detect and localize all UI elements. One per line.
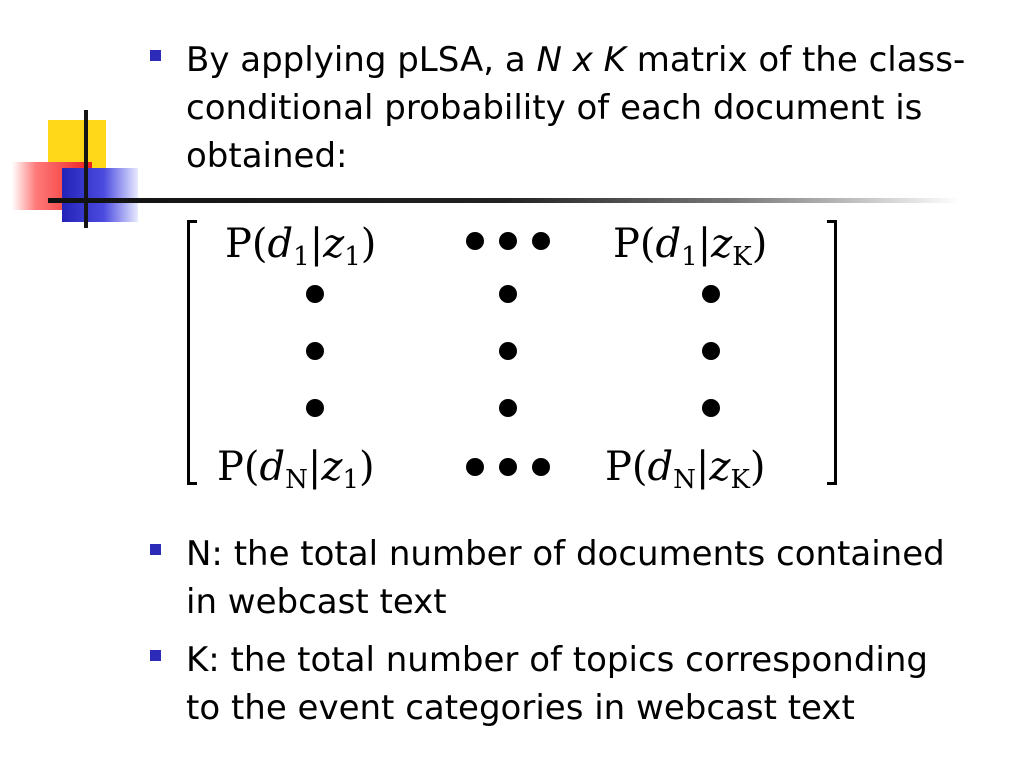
ellipsis-dot — [306, 399, 324, 417]
ellipsis-dot — [306, 285, 324, 303]
ellipsis-dot — [702, 285, 720, 303]
bullet-square-icon — [150, 544, 161, 555]
bullet-line-1: N: the total number of documents contain… — [186, 534, 945, 574]
matrix-cell-bottom-right: P(dN|zK) — [605, 444, 766, 495]
ellipsis-dot — [306, 342, 324, 360]
ellipsis-dot — [466, 458, 484, 476]
ellipsis-dot — [532, 458, 550, 476]
bullet-text: By applying pLSA, a N x K matrix of the … — [186, 36, 1006, 180]
bullet-line-2: to the event categories in webcast text — [186, 688, 855, 728]
ellipsis-dot — [499, 232, 517, 250]
ellipsis-dot — [532, 232, 550, 250]
bullet-line-2: conditional probability of each document… — [186, 88, 923, 128]
matrix-right-bracket — [827, 220, 837, 485]
matrix-left-bracket — [187, 220, 197, 485]
ellipsis-dot — [499, 399, 517, 417]
bullet-line-2: in webcast text — [186, 582, 447, 622]
ellipsis-dot — [499, 342, 517, 360]
title-divider-line — [48, 198, 960, 203]
matrix-cell-top-right: P(d1|zK) — [613, 221, 768, 272]
bullet-line-3: obtained: — [186, 136, 348, 176]
bullet-square-icon — [150, 50, 161, 61]
probability-matrix: P(d1|z1) P(d1|zK) P(dN|z1) P(dN|zK) — [185, 215, 845, 495]
ellipsis-dot — [499, 285, 517, 303]
ellipsis-dot — [499, 458, 517, 476]
bullet-text: K: the total number of topics correspond… — [186, 636, 1006, 732]
bullet-line-1: By applying pLSA, a N x K matrix of the … — [186, 40, 966, 80]
bullet-text: N: the total number of documents contain… — [186, 530, 1006, 626]
logo-vertical-line — [84, 110, 88, 228]
ellipsis-dot — [466, 232, 484, 250]
bullet-line-1: K: the total number of topics correspond… — [186, 640, 929, 680]
ellipsis-dot — [702, 342, 720, 360]
bullet-square-icon — [150, 650, 161, 661]
ellipsis-dot — [702, 399, 720, 417]
matrix-cell-top-left: P(d1|z1) — [225, 221, 377, 272]
logo-blue-square — [62, 168, 138, 222]
matrix-cell-bottom-left: P(dN|z1) — [217, 444, 375, 495]
